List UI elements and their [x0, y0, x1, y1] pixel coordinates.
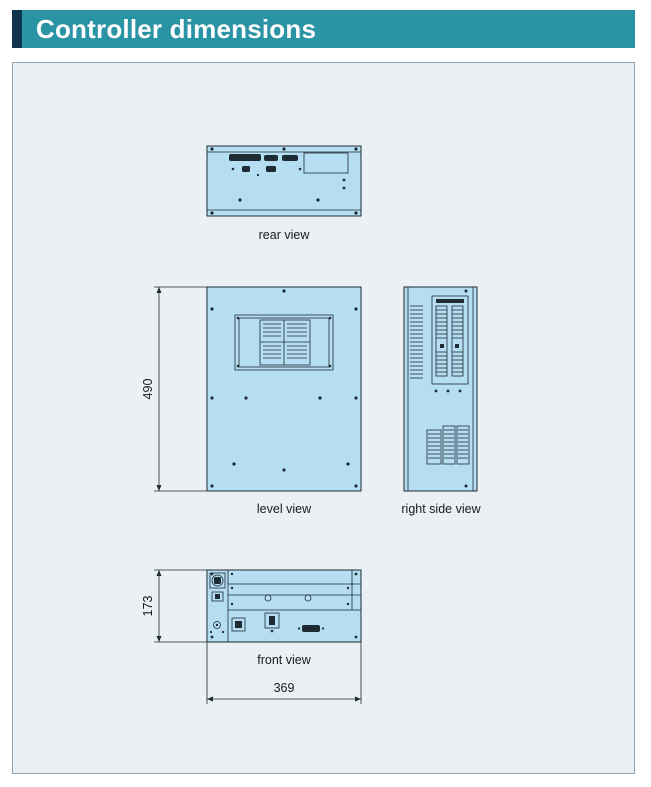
width-dimension-front [206, 642, 362, 704]
height-dimension-level [154, 286, 207, 492]
header-accent-bar [12, 10, 22, 48]
front-view-label: front view [257, 653, 311, 667]
front-view-drawing [206, 569, 362, 643]
section-header: Controller dimensions [12, 10, 635, 48]
height-dimension-front-label: 173 [141, 596, 155, 617]
width-dimension-front-label: 369 [274, 681, 295, 695]
right-side-view-label: right side view [401, 502, 481, 516]
height-dimension-level-label: 490 [141, 379, 155, 400]
page-title: Controller dimensions [36, 14, 317, 44]
height-dimension-front [154, 569, 207, 643]
level-view-label: level view [257, 502, 312, 516]
rear-view-drawing [206, 145, 362, 217]
right-side-view-drawing [403, 286, 478, 492]
rear-view-label: rear view [259, 228, 311, 242]
level-view-drawing [206, 286, 362, 492]
